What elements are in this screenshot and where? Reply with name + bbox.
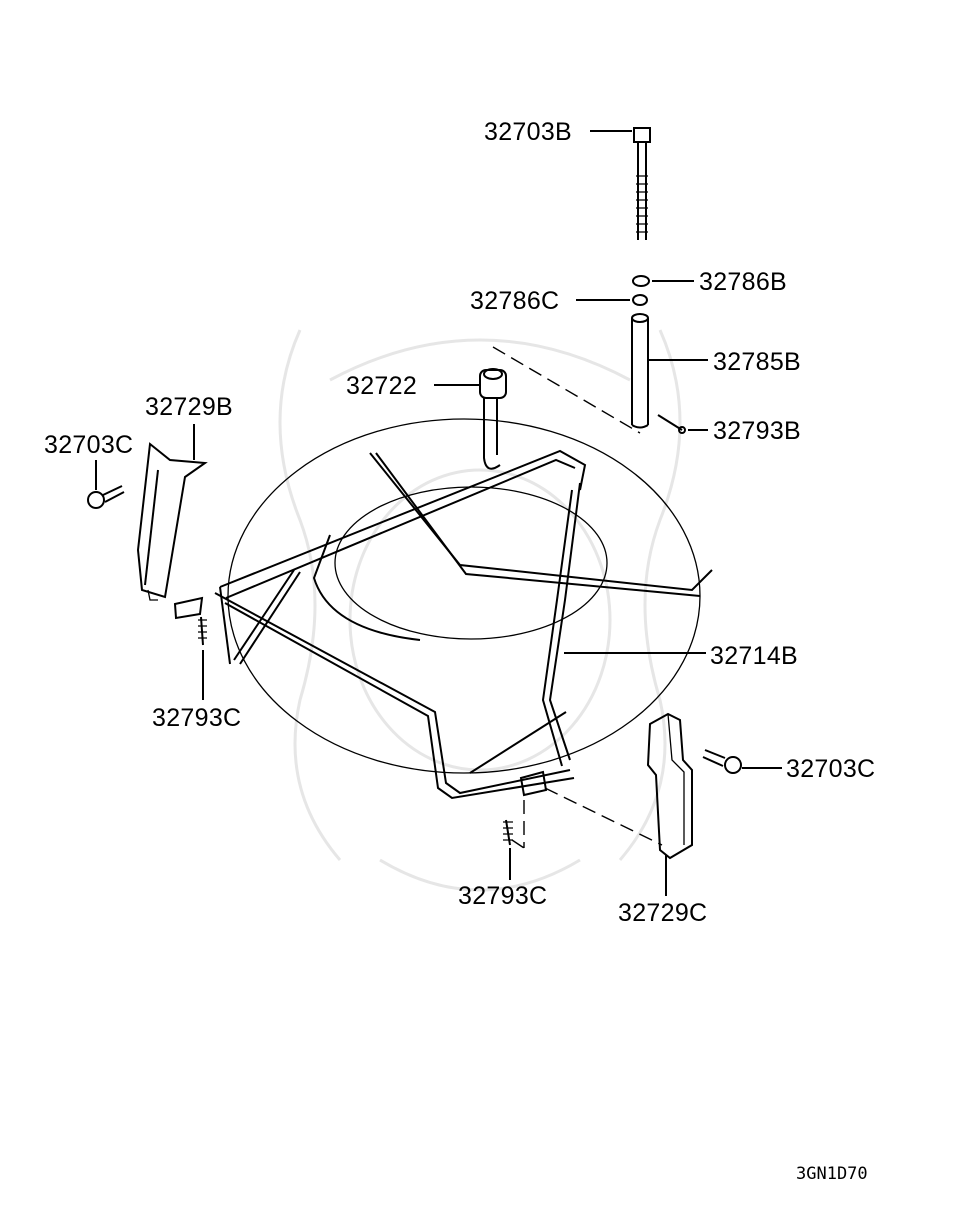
label-32703c-left: 32703C [44,431,133,459]
alignment-lines [492,346,663,849]
drawing-code: 3GN1D70 [796,1164,868,1184]
label-32729b: 32729B [145,393,233,421]
label-32714b: 32714B [710,642,798,670]
label-32722: 32722 [346,372,417,400]
watermark-emblem [278,329,682,892]
left-bolt [87,485,125,509]
pin-right [657,414,686,434]
label-32785b: 32785B [713,348,801,376]
washers [632,275,650,306]
right-bolt [702,749,742,774]
spacer-tube [631,313,649,429]
leader-lines [95,130,782,896]
label-32729c: 32729C [618,899,707,927]
hook-part [479,368,507,470]
label-32793c-left: 32793C [152,704,241,732]
right-bracket [646,712,693,860]
label-32703b: 32703B [484,118,572,146]
label-32793c-bottom: 32793C [458,882,547,910]
label-32703c-right: 32703C [786,755,875,783]
label-32793b: 32793B [713,417,801,445]
label-32786b: 32786B [699,268,787,296]
label-32786c: 32786C [470,287,559,315]
bottom-clip [503,770,548,846]
left-clip [173,596,207,646]
carrier-frame [214,449,713,800]
left-bracket [136,442,208,601]
long-bolt [633,127,651,240]
